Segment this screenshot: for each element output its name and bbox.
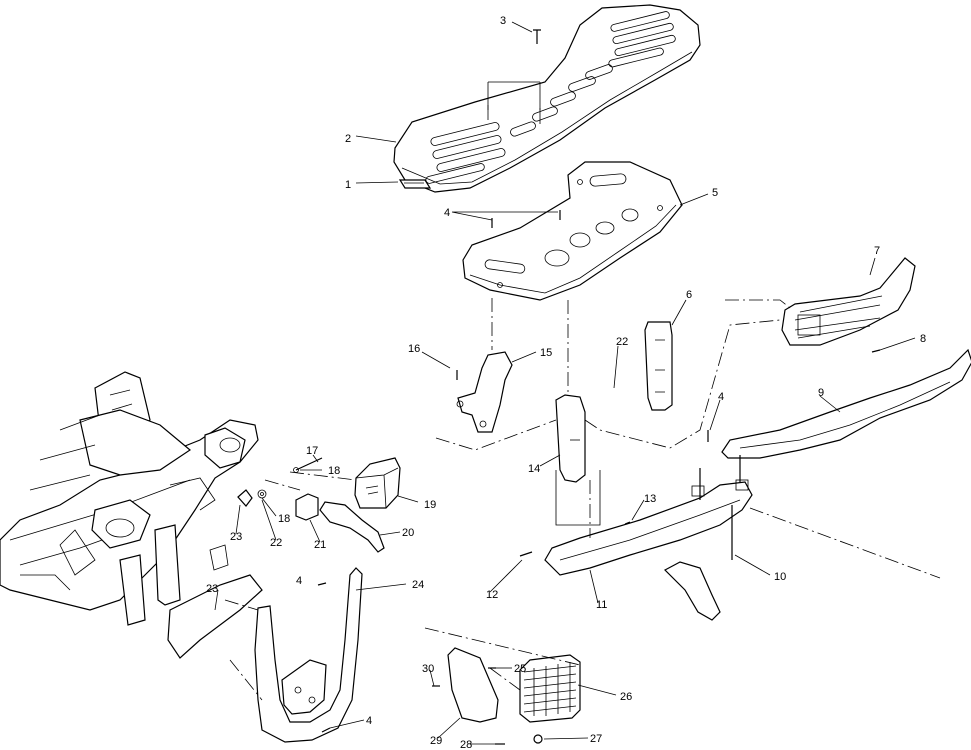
callout-label: 5 bbox=[712, 187, 718, 199]
callout-label: 17 bbox=[306, 445, 318, 457]
callout-labels: 3 2 1 4 5 6 7 8 9 4 22 16 15 17 18 14 19… bbox=[206, 15, 926, 750]
callout-label: 23 bbox=[230, 531, 242, 543]
callout-label: 23 bbox=[206, 583, 218, 595]
callout-label: 3 bbox=[500, 15, 506, 27]
part-nut-27 bbox=[533, 734, 543, 744]
callout-label: 19 bbox=[424, 499, 436, 511]
part-mount-plate bbox=[462, 161, 683, 301]
callout-label: 24 bbox=[412, 579, 424, 591]
callout-label: 2 bbox=[345, 133, 351, 145]
vehicle-frame bbox=[0, 371, 263, 659]
callout-label: 6 bbox=[686, 289, 692, 301]
callout-label: 25 bbox=[514, 663, 526, 675]
callout-label: 27 bbox=[590, 733, 602, 745]
callout-label: 11 bbox=[596, 599, 607, 611]
part-washer-18 bbox=[257, 489, 267, 499]
part-light-grille bbox=[519, 654, 581, 723]
callout-label: 8 bbox=[920, 333, 926, 345]
callout-label: 26 bbox=[620, 691, 632, 703]
callout-label: 4 bbox=[718, 391, 724, 403]
callout-label: 16 bbox=[408, 343, 420, 355]
part-front-frame bbox=[544, 455, 753, 621]
callout-label: 10 bbox=[774, 571, 786, 583]
alignment-lines bbox=[224, 298, 941, 701]
part-front-bumper bbox=[721, 348, 971, 459]
part-lower-loop bbox=[254, 567, 363, 743]
callout-label: 13 bbox=[644, 493, 656, 505]
part-light-bracket bbox=[447, 647, 499, 723]
callout-label: 22 bbox=[616, 336, 628, 348]
callout-label: 18 bbox=[328, 465, 340, 477]
callout-label: 18 bbox=[278, 513, 290, 525]
part-grille bbox=[781, 257, 916, 346]
part-rack-top bbox=[393, 4, 701, 193]
callout-label: 28 bbox=[460, 739, 472, 750]
part-post-14 bbox=[555, 394, 601, 526]
callout-label: 1 bbox=[345, 179, 351, 191]
part-screw-4-left bbox=[317, 582, 327, 586]
part-upright-bracket bbox=[644, 321, 673, 411]
callout-label: 12 bbox=[486, 589, 498, 601]
part-bolt-12 bbox=[519, 551, 533, 557]
callout-label: 15 bbox=[540, 347, 552, 359]
part-bolt-13 bbox=[624, 521, 631, 525]
callout-label: 21 bbox=[314, 539, 326, 551]
callout-label: 4 bbox=[444, 207, 450, 219]
part-housing-19 bbox=[354, 457, 401, 509]
callout-label: 7 bbox=[874, 245, 880, 257]
callout-label: 4 bbox=[296, 575, 302, 587]
part-washer-23 bbox=[237, 489, 253, 507]
part-block-21 bbox=[295, 493, 319, 521]
part-screw-4-bottom bbox=[321, 727, 331, 733]
callout-label: 22 bbox=[270, 537, 282, 549]
part-bracket-15 bbox=[456, 351, 513, 433]
callout-label: 30 bbox=[422, 663, 434, 675]
part-screw-top bbox=[533, 29, 541, 44]
callout-label: 9 bbox=[818, 387, 824, 399]
part-arm-20 bbox=[319, 501, 385, 553]
part-rack-clip bbox=[398, 179, 432, 189]
callout-label: 14 bbox=[528, 463, 540, 475]
callout-label: 29 bbox=[430, 735, 442, 747]
leader-lines bbox=[214, 21, 916, 745]
callout-label: 20 bbox=[402, 527, 414, 539]
callout-label: 4 bbox=[366, 715, 372, 727]
part-bolt-8 bbox=[871, 349, 881, 353]
